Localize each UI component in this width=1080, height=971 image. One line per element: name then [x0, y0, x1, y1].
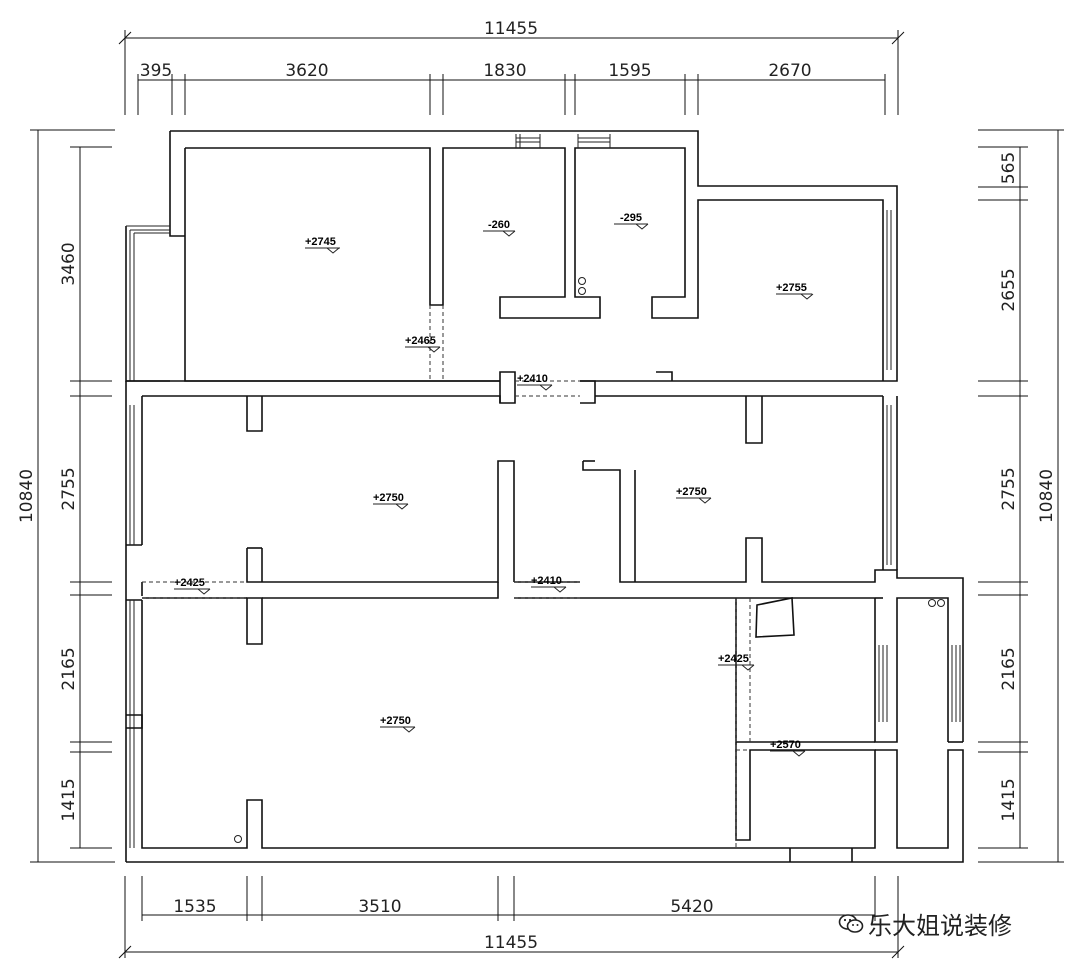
svg-text:+2750: +2750	[373, 492, 404, 504]
level-marker: +2410	[531, 575, 567, 593]
top-dimension-2: 3620	[285, 61, 328, 81]
left-dimension-2: 2755	[59, 467, 79, 510]
svg-text:+2755: +2755	[776, 282, 807, 294]
left-dimensions: 10840 3460 2755 2165 1415	[17, 129, 115, 863]
level-marker: +2425	[718, 653, 755, 671]
level-marker: +2465	[405, 335, 441, 353]
right-dimensions: 10840 565 2655 2755 2165 1415	[978, 129, 1064, 863]
svg-text:-295: -295	[620, 212, 642, 224]
right-total-dimension: 10840	[1037, 469, 1057, 523]
svg-text:+2750: +2750	[380, 715, 411, 727]
socket-symbols	[234, 277, 945, 843]
socket-icon	[578, 277, 586, 285]
level-marker: -260	[483, 219, 516, 237]
top-dimension-4: 1595	[608, 61, 651, 81]
socket-icon	[234, 835, 242, 843]
svg-text:+2410: +2410	[517, 373, 548, 385]
right-dimension-2: 2655	[999, 268, 1019, 311]
bottom-dimension-1: 1535	[173, 897, 216, 917]
level-marker: +2745	[305, 236, 340, 254]
left-total-dimension: 10840	[17, 469, 37, 523]
level-marker: +2755	[776, 282, 814, 300]
top-dimensions: 11455 395 3620 1830 1595 2670	[118, 19, 905, 115]
top-dimension-5: 2670	[768, 61, 811, 81]
socket-icon	[937, 599, 945, 607]
top-total-dimension: 11455	[484, 19, 538, 39]
right-dimension-4: 2165	[999, 647, 1019, 690]
level-markers: +2745 -260 -295 +2755 +2465 +2410 +2750	[174, 212, 814, 757]
right-dimension-3: 2755	[999, 467, 1019, 510]
svg-text:+2750: +2750	[676, 486, 707, 498]
top-dimension-1: 395	[140, 61, 172, 81]
right-dimension-1: 565	[999, 152, 1019, 184]
walls	[125, 130, 964, 863]
svg-text:+2425: +2425	[174, 577, 205, 589]
svg-text:+2465: +2465	[405, 335, 436, 347]
socket-icon	[928, 599, 936, 607]
svg-text:-260: -260	[488, 219, 510, 231]
top-dimension-3: 1830	[483, 61, 526, 81]
level-marker: +2570	[770, 739, 806, 757]
watermark: 乐大姐说装修	[838, 906, 1012, 941]
watermark-text: 乐大姐说装修	[868, 912, 1012, 940]
left-dimension-1: 3460	[59, 242, 79, 285]
svg-text:+2425: +2425	[718, 653, 749, 665]
windows	[129, 134, 961, 722]
right-dimension-5: 1415	[999, 778, 1019, 821]
svg-text:+2410: +2410	[531, 575, 562, 587]
level-marker: +2750	[373, 492, 409, 510]
level-marker: +2410	[517, 373, 553, 391]
level-marker: +2750	[676, 486, 712, 504]
wechat-icon	[838, 913, 864, 933]
bottom-dimensions: 1535 3510 5420 11455	[118, 876, 905, 959]
svg-text:+2570: +2570	[770, 739, 801, 751]
bottom-dimension-2: 3510	[358, 897, 401, 917]
svg-text:+2745: +2745	[305, 236, 336, 248]
socket-icon	[578, 287, 586, 295]
level-marker: -295	[614, 212, 649, 230]
left-dimension-3: 2165	[59, 647, 79, 690]
level-marker: +2425	[174, 577, 211, 595]
beam-lines	[142, 305, 751, 848]
bottom-total-dimension: 11455	[484, 933, 538, 953]
left-dimension-4: 1415	[59, 778, 79, 821]
bottom-dimension-3: 5420	[670, 897, 713, 917]
level-marker: +2750	[380, 715, 416, 733]
